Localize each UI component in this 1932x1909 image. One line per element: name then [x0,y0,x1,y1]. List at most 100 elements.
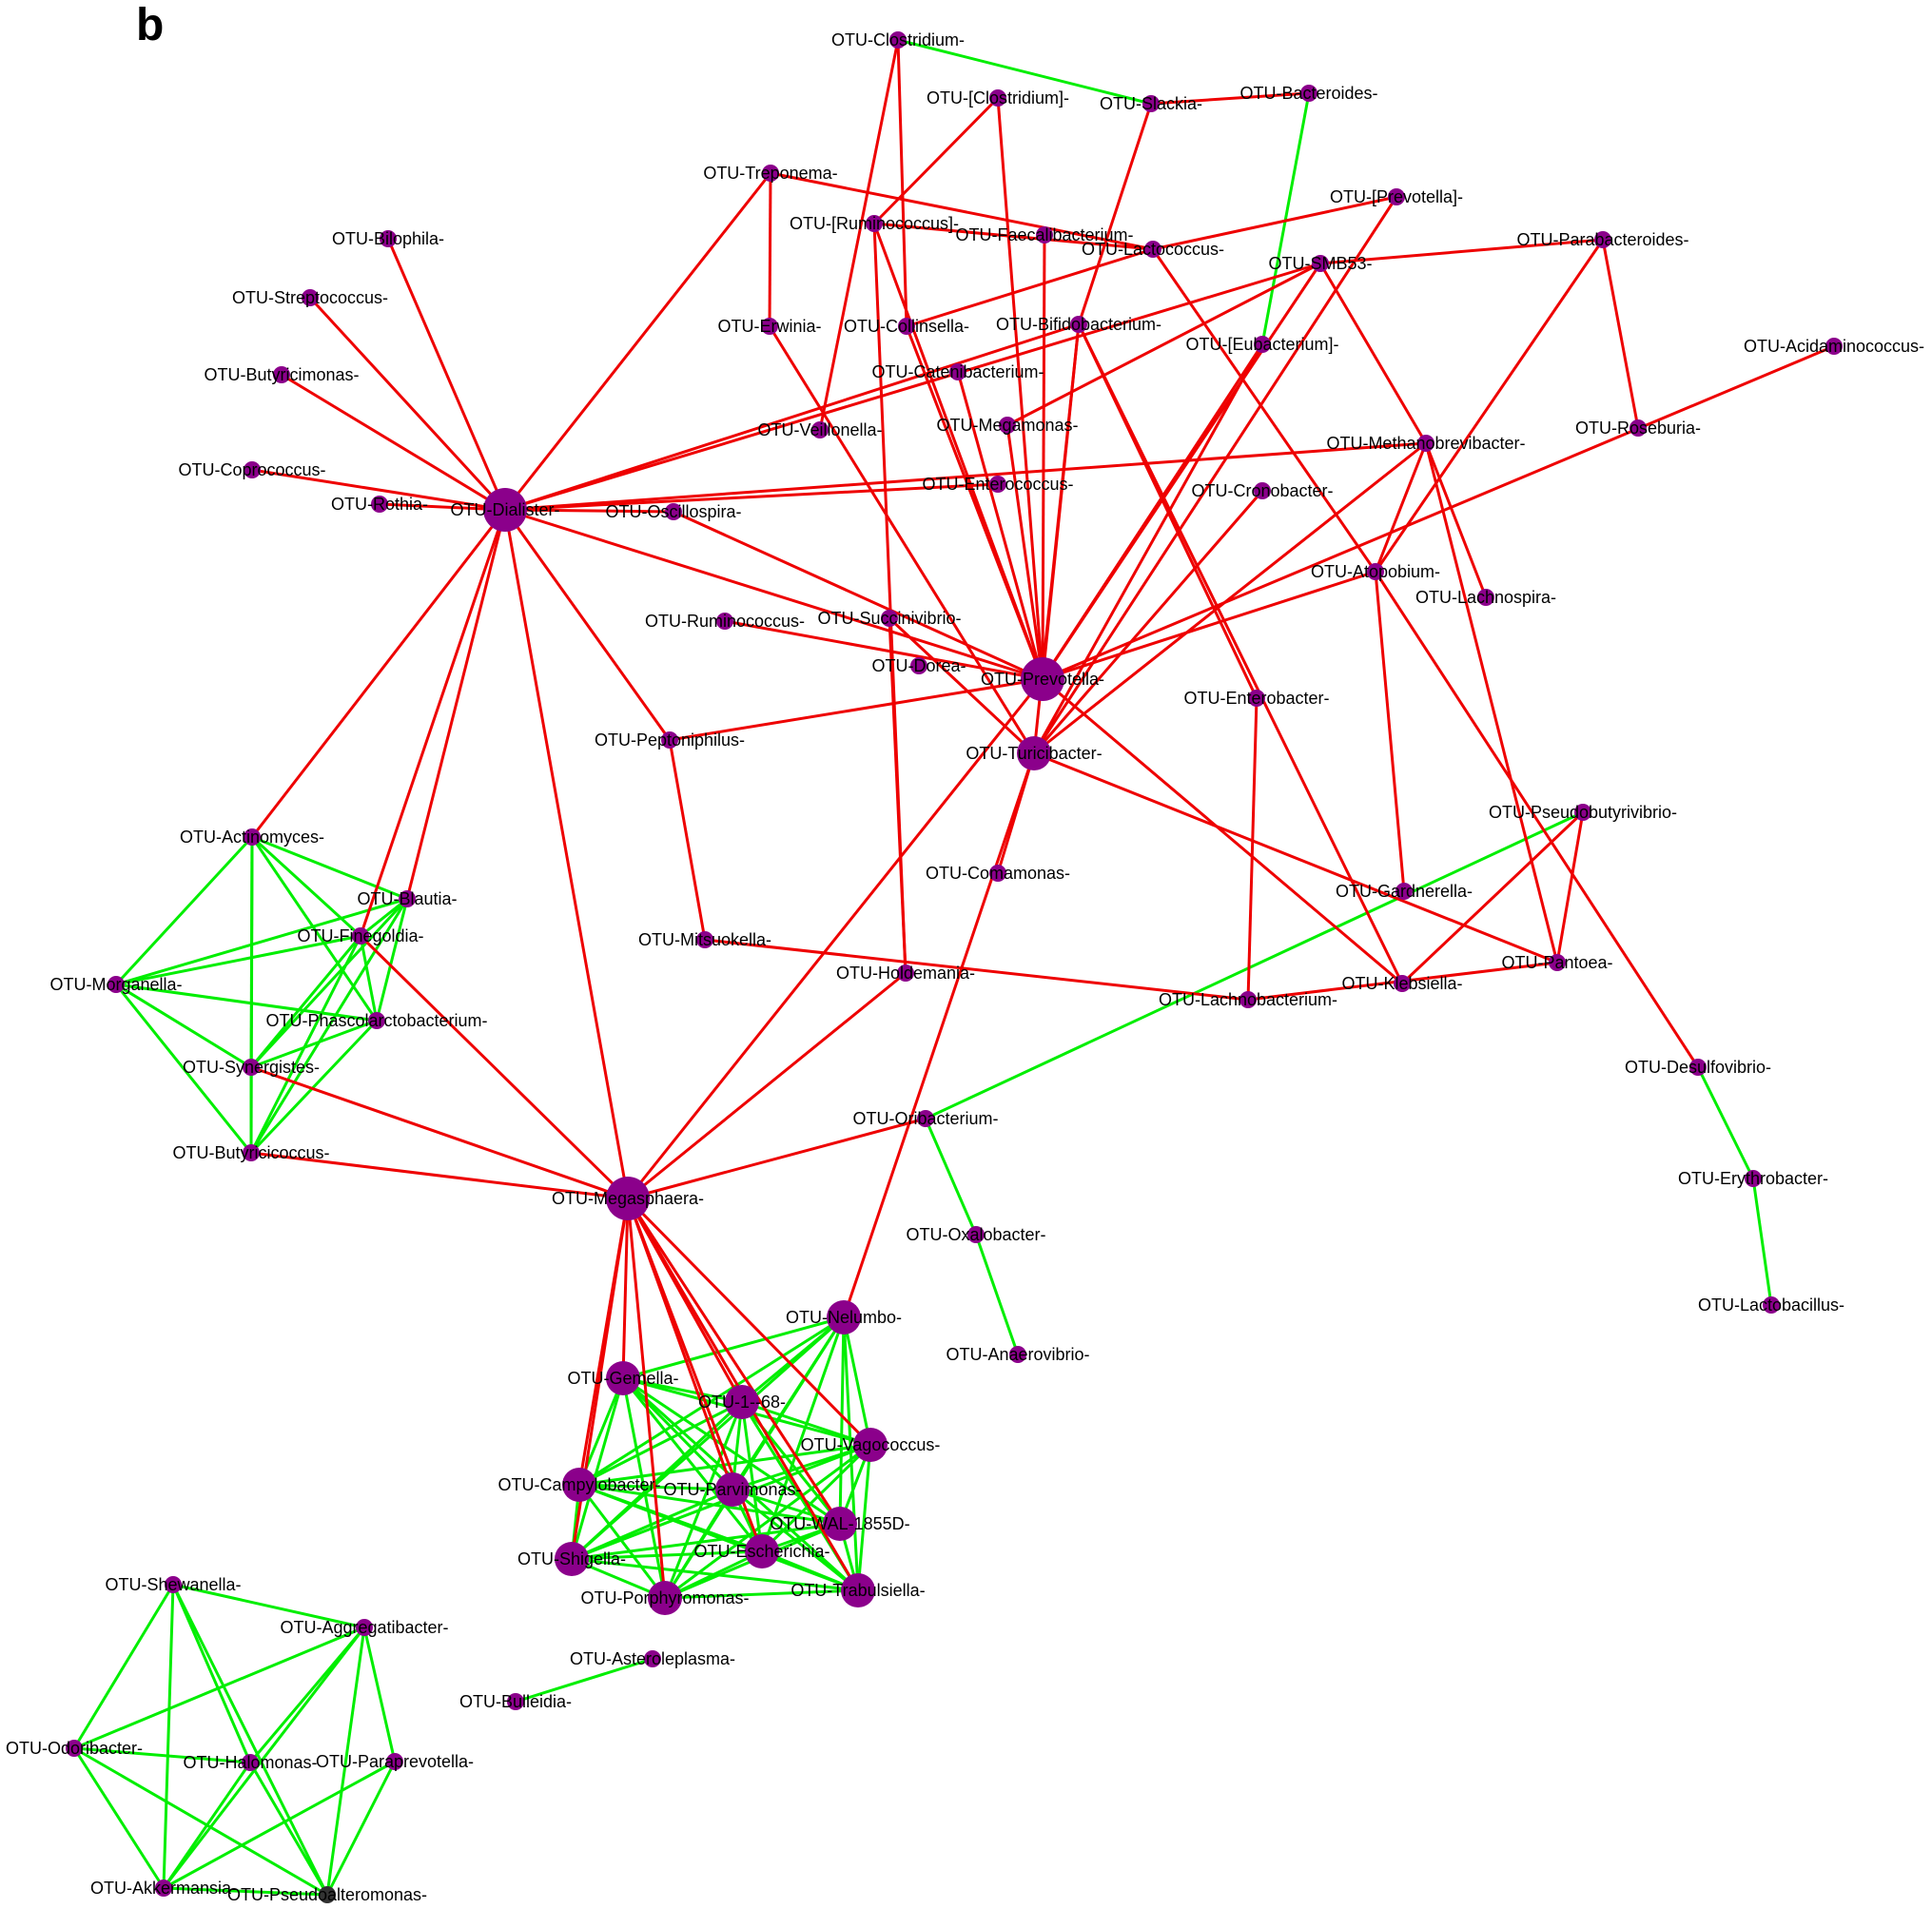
edge-layer [72,38,1835,1897]
edge-positive-morganella-finegoldia [115,934,361,986]
edge-negative-prevotella-klebsiella [1042,677,1403,985]
node-dorea [910,657,927,674]
node-treponema [762,165,779,182]
node-otu_1_68 [725,1385,759,1419]
edge-negative-dialister-megasphaera [503,509,630,1199]
edge-negative-oribacterium-megasphaera [627,1117,927,1200]
node-label-treponema: OTU-Treponema- [703,164,837,183]
node-label-escherichia: OTU-Escherichia- [693,1542,829,1561]
node-porphyromonas [648,1581,682,1615]
edge-negative-synergistes-megasphaera [250,1065,629,1200]
node-roseburia [1630,419,1647,437]
edge-positive-nelumbo-escherichia [760,1316,846,1552]
edge-positive-aggregatibacter-akkermansia [162,1627,366,1889]
edge-negative-megasphaera-vagococcus [626,1197,872,1447]
node-lachnobacterium [1239,991,1257,1008]
node-label-eubacterium_b: OTU-[Eubacterium]- [1185,335,1338,354]
node-label-halomonas: OTU-Halomonas- [183,1753,317,1772]
edge-positive-halomonas-akkermansia [162,1762,252,1889]
edge-positive-aggregatibacter-pseudoalteromonas [325,1627,366,1896]
edge-negative-holdemania-megasphaera [627,971,907,1200]
node-label-porphyromonas: OTU-Porphyromonas- [580,1588,749,1607]
node-label-campylobacter: OTU-Campylobacter- [498,1475,660,1494]
node-label-asteroleplasma: OTU-Asteroleplasma- [570,1649,735,1668]
node-label-oscillospira: OTU-Oscillospira- [605,502,741,521]
node-cronobacter [1254,482,1271,499]
edge-negative-pseudobutyrivibrio-pantoea [1555,811,1585,964]
node-label-blautia: OTU-Blautia- [357,889,457,908]
node-erythrobacter [1745,1170,1762,1187]
node-label-slackia: OTU-Slackia- [1100,94,1202,113]
edge-negative-atopobium-desulfovibrio [1374,571,1700,1068]
edge-negative-succinivibrio-holdemania [888,617,907,974]
node-label-peptoniphilus: OTU-Peptoniphilus- [595,730,745,750]
edge-positive-clostridium-slackia [897,38,1152,106]
edge-positive-bacteroides-eubacterium_b [1260,92,1311,345]
node-label-smb53: OTU-SMB53- [1268,254,1372,273]
node-label-odoribacter: OTU-Odoribacter- [6,1739,143,1758]
node-label-faecalibacterium: OTU-Faecalibacterium- [955,225,1133,244]
edge-positive-aggregatibacter-odoribacter [73,1626,365,1750]
node-smb53 [1312,255,1329,272]
node-dialister [483,488,527,532]
edge-positive-blautia-finegoldia [360,897,408,938]
edge-positive-nelumbo-gemella [622,1315,845,1380]
edge-negative-finegoldia-megasphaera [359,934,630,1200]
node-slackia [1142,95,1160,112]
edge-positive-shewanella-aggregatibacter [172,1583,365,1629]
edge-negative-smb53-megamonas [1006,262,1321,427]
node-label-butyricicoccus: OTU-Butyricicoccus- [172,1143,329,1162]
node-label-vagococcus: OTU-Vagococcus- [801,1435,941,1454]
node-atopobium [1367,563,1384,580]
node-label-collinsella: OTU-Collinsella- [844,317,969,336]
edge-positive-desulfovibrio-erythrobacter [1696,1066,1755,1179]
edge-negative-bifidobacterium-dialister [504,322,1080,512]
edge-negative-prevotella_b-lactococcus [1152,195,1397,251]
edge-positive-otu_1_68-vagococcus [741,1400,871,1447]
edge-negative-treponema-lactococcus [770,171,1154,251]
node-label-actinomyces: OTU-Actinomyces- [180,828,324,847]
edge-negative-bifidobacterium-klebsiella [1077,323,1404,984]
edge-positive-blautia-synergistes [249,897,409,1069]
edge-positive-actinomyces-phascolarctobacterium [250,836,379,1022]
node-label-lachnospira: OTU-Lachnospira- [1415,588,1556,607]
edge-negative-succinivibrio-turicibacter [888,616,1036,755]
edge-negative-turicibacter-pantoea [1033,751,1558,964]
edge-positive-actinomyces-finegoldia [250,835,362,938]
edge-negative-parabacteroides-atopobium [1374,239,1605,573]
node-label-finegoldia: OTU-Finegoldia- [297,926,423,945]
node-bilophila [380,230,397,247]
node-label-oribacterium: OTU-Oribacterium- [852,1109,998,1128]
node-succinivibrio [881,610,898,627]
node-gardnerella [1395,883,1413,900]
node-label-paraprevotella: OTU-Paraprevotella- [316,1752,474,1771]
node-label-parvimonas: OTU-Parvimonas- [663,1480,801,1499]
node-label-nelumbo: OTU-Nelumbo- [786,1308,902,1327]
node-layer [66,31,1843,1903]
edge-positive-finegoldia-butyricicoccus [249,935,362,1154]
edge-negative-lactococcus-atopobium [1151,248,1377,573]
node-label-bilophila: OTU-Bilophila- [332,229,444,248]
node-label-aggregatibacter: OTU-Aggregatibacter- [280,1618,448,1637]
node-enterobacter [1248,690,1265,707]
edge-positive-phascolarctobacterium-butyricicoccus [249,1019,379,1155]
node-label-bacteroides: OTU-Bacteroides- [1239,84,1377,103]
edge-negative-dialister-peptoniphilus [503,509,672,741]
node-wal1855d [823,1507,857,1541]
node-phascolarctobacterium [368,1012,385,1029]
edge-negative-prevotella-peptoniphilus [669,677,1044,742]
node-label-streptococcus: OTU-Streptococcus- [232,288,388,307]
node-label-shewanella: OTU-Shewanella- [105,1575,241,1594]
node-label-lachnobacterium: OTU-Lachnobacterium- [1159,990,1337,1009]
node-label-succinivibrio: OTU-Succinivibrio- [817,609,961,628]
edge-negative-parabacteroides-roseburia [1601,239,1640,429]
edge-negative-methanobrevibacter-lachnospira [1424,442,1488,598]
node-label-bifidobacterium: OTU-Bifidobacterium- [996,315,1161,334]
edge-positive-oxalobacter-anaerovibrio [974,1234,1020,1355]
node-label-roseburia: OTU-Roseburia- [1575,419,1701,438]
node-klebsiella [1394,975,1411,992]
node-label-anaerovibrio: OTU-Anaerovibrio- [946,1345,1089,1364]
edge-negative-prevotella-atopobium [1042,570,1376,681]
edge-negative-methanobrevibacter-atopobium [1374,442,1428,573]
node-asteroleplasma [644,1650,661,1667]
